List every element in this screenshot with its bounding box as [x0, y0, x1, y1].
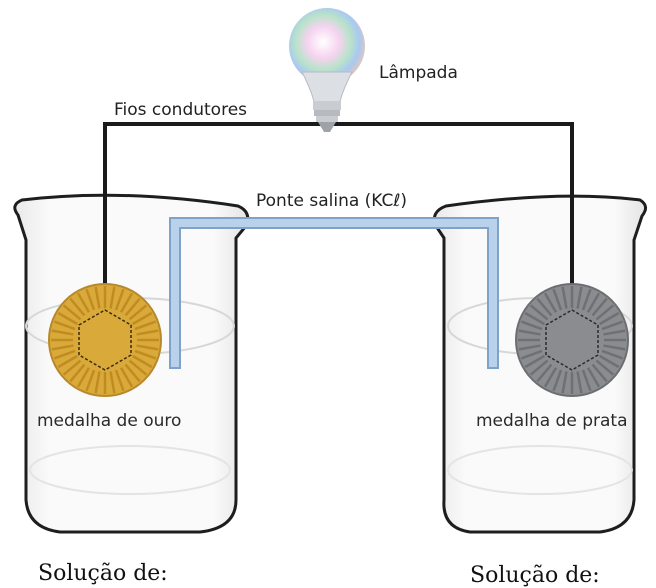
medal-ray	[136, 329, 159, 336]
medal-ray	[543, 367, 558, 388]
left-medal-label: medalha de ouro	[37, 411, 181, 431]
lamp-label: Lâmpada	[379, 63, 458, 83]
medal-ray	[603, 329, 626, 336]
medal-ray	[581, 288, 592, 311]
medal-ray	[57, 354, 78, 369]
silver-medal	[515, 283, 629, 397]
medal-ray	[518, 329, 541, 336]
medal-ray	[520, 349, 543, 360]
medal-ray	[134, 320, 157, 331]
medal-ray	[119, 292, 134, 313]
medal-ray	[53, 349, 76, 360]
medal-ray	[576, 286, 583, 309]
medal-ray	[119, 367, 134, 388]
medal-ray	[591, 363, 608, 383]
medal-ray	[109, 286, 116, 309]
medal-ray	[85, 369, 96, 392]
medal-ray	[599, 354, 620, 369]
medal-ray	[132, 311, 153, 326]
medal-ray	[581, 369, 592, 392]
medal-ray	[114, 369, 125, 392]
salt-bridge-label: Ponte salina (KCℓ)	[256, 191, 407, 211]
medal-ray	[561, 371, 568, 394]
medal-ray	[595, 304, 615, 321]
medal-ray	[536, 297, 553, 317]
medal-ray	[51, 329, 74, 336]
medal-ray	[76, 292, 91, 313]
salt-bridge	[169, 217, 499, 369]
medal-ray	[603, 344, 626, 351]
wires-label: Fios condutores	[114, 100, 247, 120]
left-solution-label: Solução de:	[38, 561, 168, 586]
conducting-wires	[103, 122, 574, 300]
medal-ray	[520, 320, 543, 331]
medal-ray	[543, 292, 558, 313]
medal-ray	[62, 359, 82, 376]
medal-ray	[109, 371, 116, 394]
right-medal-label: medalha de prata	[476, 411, 627, 431]
medal-ray	[576, 371, 583, 394]
medal-ray	[591, 297, 608, 317]
medal-ray	[524, 354, 545, 369]
medal-ray	[529, 359, 549, 376]
medal-ray	[114, 288, 125, 311]
medal-ray	[136, 344, 159, 351]
light-bulb-icon	[289, 8, 365, 132]
medal-ray	[57, 311, 78, 326]
medal-ray	[53, 320, 76, 331]
gold-medal	[48, 283, 162, 397]
medal-ray	[552, 369, 563, 392]
medal-ray	[69, 297, 86, 317]
medal-ray	[601, 320, 624, 331]
medal-ray	[85, 288, 96, 311]
medal-ray	[134, 349, 157, 360]
medal-ray	[561, 286, 568, 309]
medal-ray	[94, 286, 101, 309]
medal-ray	[62, 304, 82, 321]
medal-ray	[51, 344, 74, 351]
medal-ray	[69, 363, 86, 383]
medal-ray	[599, 311, 620, 326]
medal-ray	[128, 304, 148, 321]
medal-ray	[601, 349, 624, 360]
medal-ray	[132, 354, 153, 369]
medal-ray	[94, 371, 101, 394]
medal-ray	[552, 288, 563, 311]
medal-ray	[536, 363, 553, 383]
medal-ray	[76, 367, 91, 388]
medal-ray	[586, 367, 601, 388]
medal-ray	[595, 359, 615, 376]
medal-ray	[124, 297, 141, 317]
medal-ray	[524, 311, 545, 326]
medal-ray	[128, 359, 148, 376]
medal-ray	[124, 363, 141, 383]
medal-ray	[586, 292, 601, 313]
right-solution-label: Solução de:	[470, 563, 600, 588]
medal-ray	[518, 344, 541, 351]
medal-ray	[529, 304, 549, 321]
